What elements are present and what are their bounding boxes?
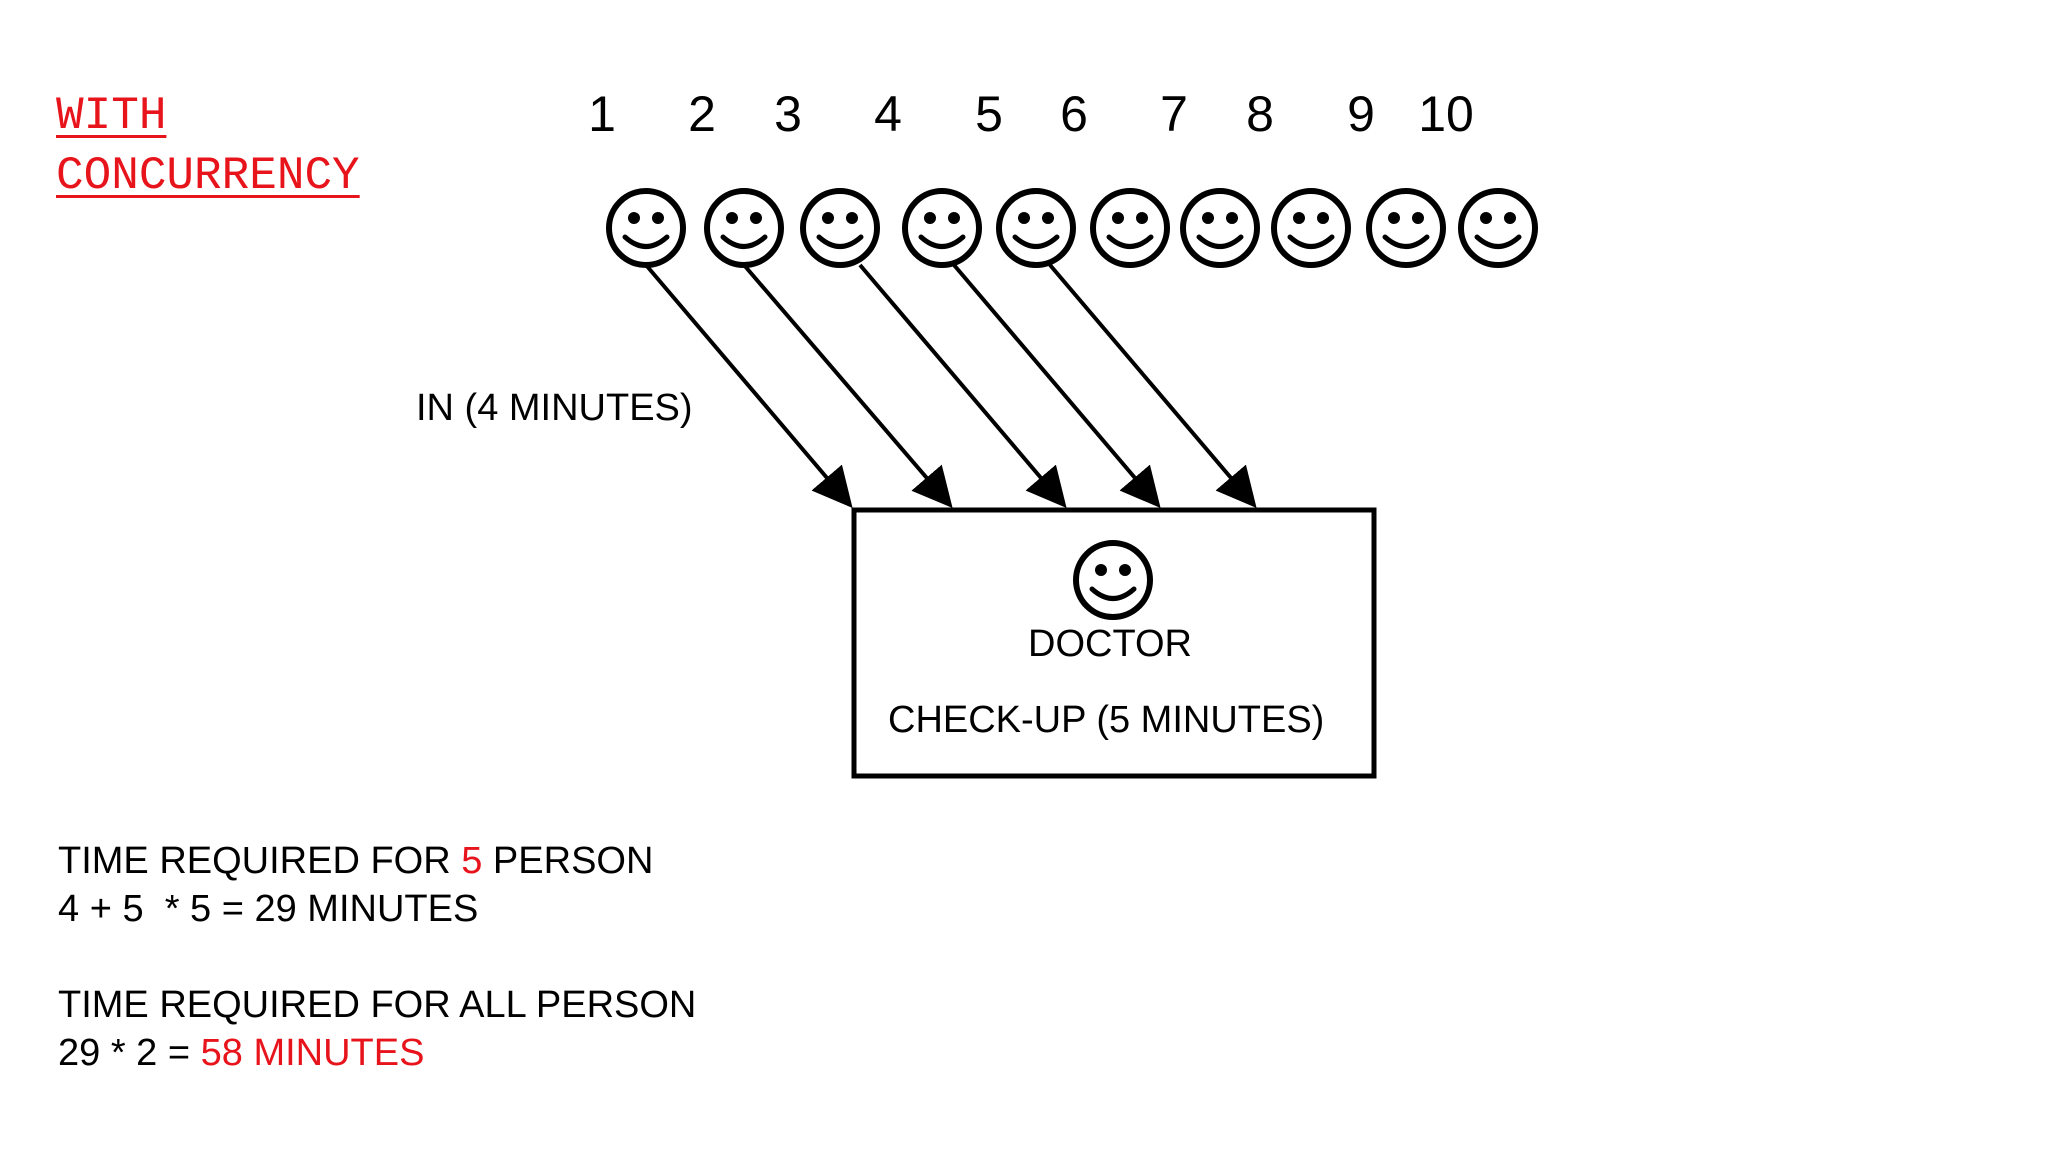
person-smiley-icon — [1369, 191, 1443, 265]
person-smiley-icon — [609, 191, 683, 265]
title-line-1: WITH — [56, 90, 167, 142]
person-smiley-icon — [1183, 191, 1257, 265]
summary-line-3: TIME REQUIRED FOR ALL PERSON — [58, 984, 697, 1026]
person-number-7: 7 — [1160, 86, 1188, 142]
doctor-smiley-icon — [1076, 543, 1150, 617]
person-number-2: 2 — [688, 86, 716, 142]
summary-line-1: TIME REQUIRED FOR 5 PERSON — [58, 837, 653, 885]
person-number-8: 8 — [1246, 86, 1274, 142]
person-number-5: 5 — [975, 86, 1003, 142]
person-number-4: 4 — [874, 86, 902, 142]
arrow-person-5 — [1048, 263, 1257, 509]
person-number-6: 6 — [1060, 86, 1088, 142]
person-number-3: 3 — [774, 86, 802, 142]
summary-line-4-text: 29 * 2 = — [58, 1032, 201, 1074]
person-number-1: 1 — [588, 86, 616, 142]
diagram-title: WITH CONCURRENCY — [56, 86, 360, 206]
summary-line-1-suffix: PERSON — [482, 840, 654, 882]
title-line-2: CONCURRENCY — [56, 150, 360, 202]
arrow-person-3 — [858, 263, 1067, 509]
summary-line-1-highlight: 5 — [461, 840, 483, 882]
person-number-9: 9 — [1347, 86, 1375, 142]
person-smiley-icon — [707, 191, 781, 265]
person-number-10: 10 — [1418, 86, 1474, 142]
arrow-person-4 — [952, 263, 1161, 509]
summary-line-1-text: TIME REQUIRED FOR — [58, 840, 462, 882]
arrow-person-1 — [644, 263, 853, 509]
arrow-person-2 — [742, 263, 953, 509]
person-smiley-icon — [905, 191, 979, 265]
summary-line-4: 29 * 2 = 58 MINUTES — [58, 1029, 696, 1077]
summary-line-2: 4 + 5 * 5 = 29 MINUTES — [58, 888, 479, 930]
summary-five-persons: TIME REQUIRED FOR 5 PERSON 4 + 5 * 5 = 2… — [58, 837, 653, 933]
summary-all-persons: TIME REQUIRED FOR ALL PERSON 29 * 2 = 58… — [58, 981, 696, 1077]
person-smiley-icon — [1093, 191, 1167, 265]
checkup-time-label: CHECK-UP (5 MINUTES) — [888, 699, 1325, 741]
doctor-box — [851, 507, 1377, 779]
person-smiley-icon — [803, 191, 877, 265]
person-smiley-icon — [999, 191, 1073, 265]
doctor-label: DOCTOR — [1028, 623, 1192, 665]
summary-line-4-highlight: 58 MINUTES — [200, 1032, 425, 1074]
person-smiley-icon — [1461, 191, 1535, 265]
in-time-label: IN (4 MINUTES) — [416, 387, 693, 429]
person-smiley-icon — [1274, 191, 1348, 265]
